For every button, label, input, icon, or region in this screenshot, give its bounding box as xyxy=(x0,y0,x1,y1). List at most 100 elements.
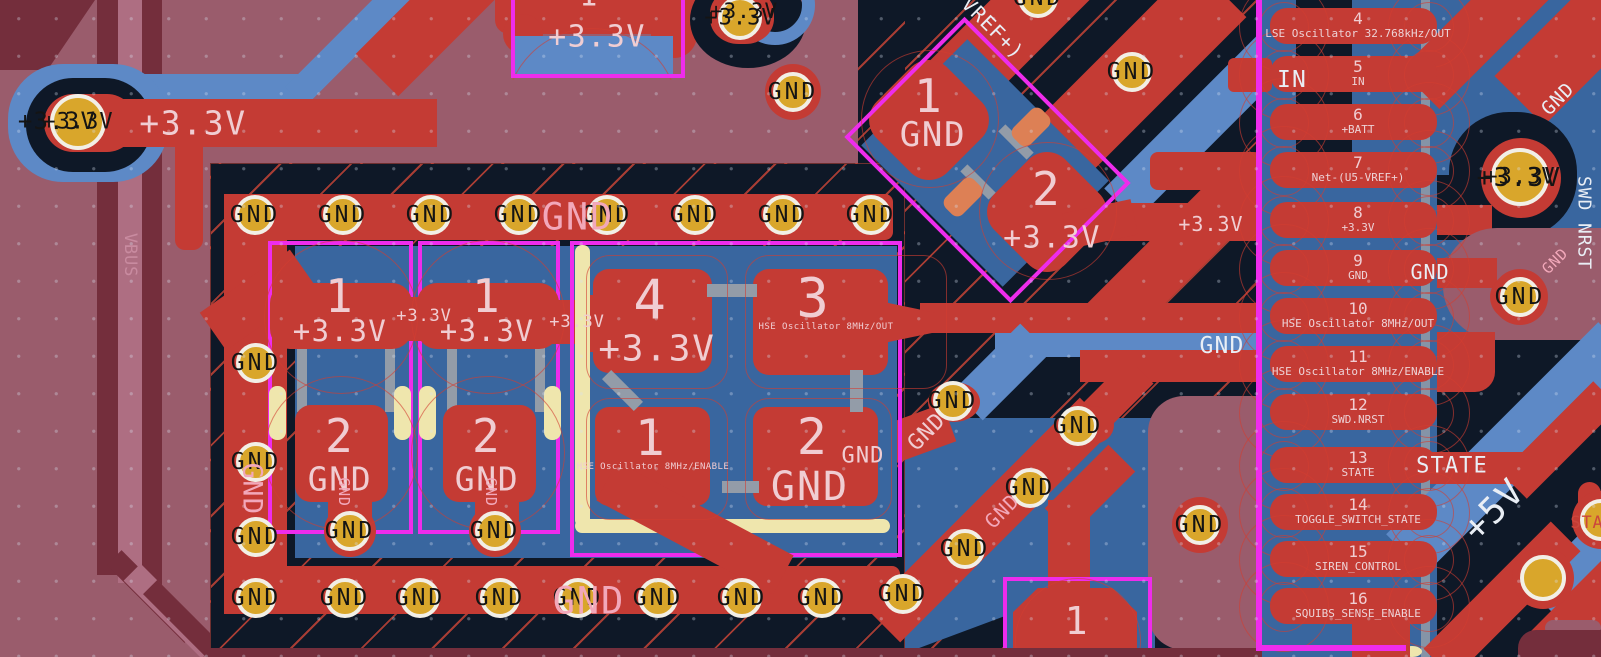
via-gnd[interactable]: GND xyxy=(406,195,453,235)
via-net-label: GND xyxy=(757,202,809,228)
diagcap-pad2-num: 2 xyxy=(1032,162,1062,216)
sta-net-red: STA xyxy=(1570,513,1601,533)
osc-pad3[interactable] xyxy=(753,269,888,375)
pin-net-label: IN xyxy=(1351,75,1365,88)
via-net-label: GND xyxy=(927,388,979,414)
via-gnd[interactable]: GND xyxy=(717,578,764,618)
via-gnd[interactable]: GND xyxy=(395,578,442,618)
via-gnd[interactable]: GND xyxy=(758,195,805,235)
via-net-label: GND xyxy=(1106,59,1158,85)
pin-10[interactable]: 10 HSE Oscillator 8MHz/OUT xyxy=(1239,272,1470,362)
via-net-label: GND xyxy=(1174,512,1226,538)
via-gnd[interactable]: GND xyxy=(325,511,372,551)
via-net-label: +3.3V xyxy=(1484,164,1556,190)
via-net-label: GND xyxy=(324,518,376,544)
via-net-label: GND xyxy=(1013,0,1064,11)
via-net-label: GND xyxy=(230,524,282,550)
via-net-label: GND xyxy=(474,585,526,611)
pin-15[interactable]: 15 SIREN_CONTROL xyxy=(1239,515,1470,605)
top-capacitor[interactable] xyxy=(495,0,705,80)
osc-pad2[interactable] xyxy=(753,407,878,506)
pin-net-label: SIREN_CONTROL xyxy=(1314,560,1402,573)
via-net-label: GND xyxy=(669,202,721,228)
via-gnd[interactable]: GND xyxy=(320,578,367,618)
via-gnd[interactable]: GND xyxy=(1175,505,1222,545)
net-3v3-right-trace: +3.3V xyxy=(1178,212,1244,236)
via-gnd[interactable]: GND xyxy=(494,195,541,235)
inner-trace-bend[interactable] xyxy=(143,580,210,657)
pin-6[interactable]: 6 +BATT xyxy=(1239,78,1470,168)
inner-trace-corner[interactable] xyxy=(0,0,95,70)
pin-7[interactable]: 7 Net-(U5-VREF+) xyxy=(1239,126,1470,216)
net-3v3-top-via: +3.3V xyxy=(709,0,779,23)
cap2-pad2-num: 2 xyxy=(472,409,502,463)
via-net-label: GND xyxy=(877,581,929,607)
via-gnd[interactable]: GND xyxy=(230,195,277,235)
via-gnd[interactable]: GND xyxy=(553,578,600,618)
cap1-silk-gnd: GND xyxy=(335,477,353,507)
clearance-arc xyxy=(979,142,1117,280)
pin-14[interactable]: 14 TOGGLE_SWITCH_STATE xyxy=(1239,468,1470,558)
via-33v[interactable]: +3.3V xyxy=(42,94,113,150)
via-gnd[interactable]: GND xyxy=(475,578,522,618)
osc-pad4-net: +3.3V xyxy=(598,328,716,370)
pin-11[interactable]: 11 HSE Oscillator 8MHz/ENABLE xyxy=(1239,320,1470,410)
pin-net-label: SWD.NRST xyxy=(1331,413,1385,426)
pin-13[interactable]: 13 STATE xyxy=(1239,421,1470,511)
via-gnd[interactable]: GND xyxy=(633,578,680,618)
via-gnd[interactable]: GND xyxy=(231,578,278,618)
via-gnd[interactable]: GND xyxy=(231,442,278,482)
pin-net-label: TOGGLE_SWITCH_STATE xyxy=(1295,513,1421,526)
via-gnd[interactable]: GND xyxy=(797,578,844,618)
osc-pad4[interactable] xyxy=(593,269,712,373)
net-3v3-waist1: +3.3V xyxy=(396,306,452,326)
osc-fab-outline xyxy=(586,255,728,389)
trace-blue-under[interactable] xyxy=(140,74,312,102)
osc-link xyxy=(850,370,863,412)
via-net-label: GND xyxy=(230,350,282,376)
pin-net-label: Net-(U5-VREF+) xyxy=(1311,171,1405,184)
via-gnd[interactable]: GND xyxy=(846,195,893,235)
via-plain[interactable] xyxy=(1520,555,1566,601)
via-gnd[interactable]: GND xyxy=(231,517,278,557)
via-gnd[interactable]: GND xyxy=(940,529,987,569)
via-gnd[interactable]: GND xyxy=(1005,468,1052,508)
trace-3v3-stub[interactable] xyxy=(175,145,203,250)
osc-pad4-num: 4 xyxy=(633,268,669,332)
trace-3v3-main[interactable] xyxy=(100,99,437,147)
pin-number: 12 xyxy=(1348,395,1368,414)
via-net-label: GND xyxy=(1052,413,1104,439)
pin-4[interactable]: 4 LSE Oscillator 32.768kHz/OUT xyxy=(1239,0,1470,72)
pin-number: 14 xyxy=(1348,495,1368,514)
via-net-label: GND xyxy=(405,202,457,228)
pin-12[interactable]: 12 SWD.NRST xyxy=(1239,368,1470,458)
via-gnd[interactable]: GND xyxy=(878,574,925,614)
via-net-label: GND xyxy=(319,585,371,611)
via-net-label: GND xyxy=(493,202,545,228)
via-gnd[interactable]: GND xyxy=(768,72,815,112)
zone-edge-magenta xyxy=(1256,645,1406,651)
net-3v3-waist2: +3.3V xyxy=(549,312,605,332)
osc-pad3-net: HSE Oscillator 8MHz/OUT xyxy=(758,322,894,332)
via-gnd[interactable]: GND xyxy=(582,195,629,235)
pin-8[interactable]: 8 +3.3V xyxy=(1239,176,1470,266)
via-net-label: GND xyxy=(796,585,848,611)
pin-16[interactable]: 16 SQUIBS_SENSE_ENABLE xyxy=(1239,562,1470,652)
osc-pad3-num: 3 xyxy=(796,266,832,330)
via-net-label: +3.3V xyxy=(704,5,776,31)
via-gnd[interactable]: GND xyxy=(1053,406,1100,446)
via-gnd[interactable]: GND xyxy=(231,343,278,383)
cap-lead xyxy=(535,340,545,412)
trace-hse-out[interactable] xyxy=(920,303,1262,333)
via-33v[interactable]: +3.3V xyxy=(704,0,775,40)
via-gnd[interactable]: GND xyxy=(1107,52,1154,92)
clearance-arc xyxy=(1239,562,1329,652)
via-gnd[interactable]: GND xyxy=(1013,0,1060,18)
via-gnd[interactable]: GND xyxy=(318,195,365,235)
via-gnd[interactable]: GND xyxy=(928,381,975,421)
via-gnd[interactable]: GND xyxy=(670,195,717,235)
via-gnd[interactable]: GND xyxy=(1495,277,1542,317)
via-gnd[interactable]: GND xyxy=(470,511,517,551)
via-33v[interactable]: +3.3V xyxy=(1484,148,1555,206)
